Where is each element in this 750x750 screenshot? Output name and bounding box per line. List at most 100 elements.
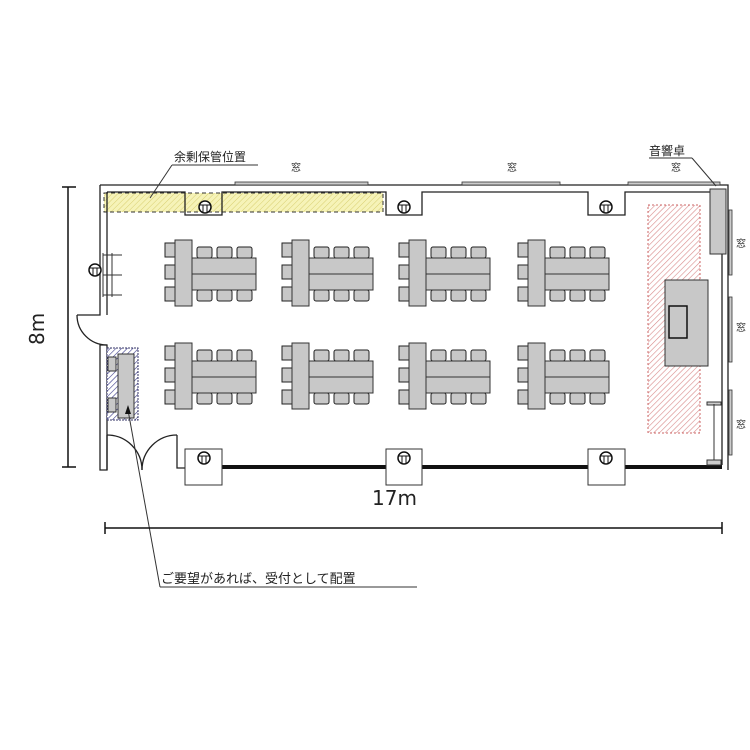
chair: [430, 392, 447, 405]
chair: [107, 397, 117, 413]
table-group: [517, 342, 610, 410]
chair: [398, 367, 410, 383]
chair: [470, 392, 487, 405]
chair: [353, 392, 370, 405]
chair: [589, 246, 606, 259]
chair: [164, 242, 176, 258]
chair: [333, 349, 350, 362]
chair: [589, 289, 606, 302]
chair: [164, 389, 176, 405]
chair: [398, 264, 410, 280]
chair: [470, 246, 487, 259]
chair: [450, 246, 467, 259]
chair: [236, 246, 253, 259]
sound-desk: [709, 188, 727, 255]
chair: [569, 289, 586, 302]
chair: [569, 392, 586, 405]
table: [527, 239, 546, 307]
window-label: 窓: [736, 321, 746, 334]
chair: [196, 349, 213, 362]
chair: [236, 349, 253, 362]
chair: [549, 289, 566, 302]
chair: [164, 345, 176, 361]
chair: [281, 367, 293, 383]
leader-line: [127, 409, 161, 588]
chair: [549, 246, 566, 259]
window-label: 窓: [291, 161, 301, 174]
storage-label: 余剰保管位置: [174, 149, 246, 164]
chair: [107, 356, 117, 372]
window-label: 窓: [736, 237, 746, 250]
chair: [430, 289, 447, 302]
pillar-icon: [397, 451, 411, 465]
podium-screen: [668, 305, 688, 339]
chair: [569, 349, 586, 362]
window-label: 窓: [507, 161, 517, 174]
windows: [234, 181, 733, 456]
chair: [398, 242, 410, 258]
table: [408, 239, 427, 307]
table: [527, 342, 546, 410]
pillar-icon: [197, 451, 211, 465]
chair: [196, 392, 213, 405]
reception-label: ご要望があれば、受付として配置: [161, 571, 356, 587]
chair: [313, 392, 330, 405]
chair: [281, 345, 293, 361]
chair: [450, 392, 467, 405]
chair: [164, 286, 176, 302]
chair: [517, 264, 529, 280]
pillar-icon: [599, 200, 613, 214]
chair: [430, 246, 447, 259]
width-dimension: 17m: [372, 486, 417, 510]
table: [174, 342, 193, 410]
partition-stand: [706, 401, 722, 466]
chair: [333, 246, 350, 259]
table-group: [398, 342, 491, 410]
chair: [196, 246, 213, 259]
chair: [281, 242, 293, 258]
table-group: [281, 239, 374, 307]
table-group: [164, 239, 257, 307]
chair: [353, 289, 370, 302]
pillar-icon: [88, 263, 102, 277]
chair: [353, 349, 370, 362]
chair: [470, 289, 487, 302]
leader-line: [149, 164, 173, 199]
room-walls: [76, 184, 729, 471]
chair: [353, 246, 370, 259]
chair: [236, 289, 253, 302]
chair: [281, 389, 293, 405]
chair: [569, 246, 586, 259]
table-group: [281, 342, 374, 410]
chair: [517, 345, 529, 361]
chair: [313, 246, 330, 259]
chair: [470, 349, 487, 362]
leader-line: [691, 157, 717, 187]
window-label: 窓: [736, 418, 746, 431]
table: [174, 239, 193, 307]
pillar-icon: [599, 451, 613, 465]
chair: [450, 289, 467, 302]
chair: [398, 286, 410, 302]
pillar-icon: [198, 200, 212, 214]
chair: [333, 392, 350, 405]
chair: [589, 349, 606, 362]
pillars: [88, 200, 613, 465]
chair: [313, 289, 330, 302]
chair: [216, 349, 233, 362]
chair: [281, 264, 293, 280]
chair: [216, 392, 233, 405]
storage-area: [103, 192, 384, 213]
chair: [313, 349, 330, 362]
chair: [216, 246, 233, 259]
chair: [216, 289, 233, 302]
chair: [281, 286, 293, 302]
chair: [517, 367, 529, 383]
table: [291, 342, 310, 410]
chair: [549, 349, 566, 362]
table-group: [164, 342, 257, 410]
chair: [430, 349, 447, 362]
dimension-lines: [62, 186, 723, 534]
coat-rack: [102, 253, 122, 297]
